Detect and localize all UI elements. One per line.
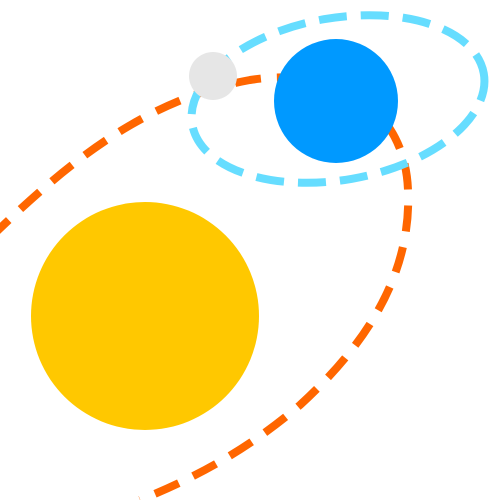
planet	[274, 39, 398, 163]
planet-orbit	[0, 73, 413, 500]
moon-orbit	[187, 11, 489, 187]
moon	[189, 52, 237, 100]
star	[31, 202, 259, 430]
